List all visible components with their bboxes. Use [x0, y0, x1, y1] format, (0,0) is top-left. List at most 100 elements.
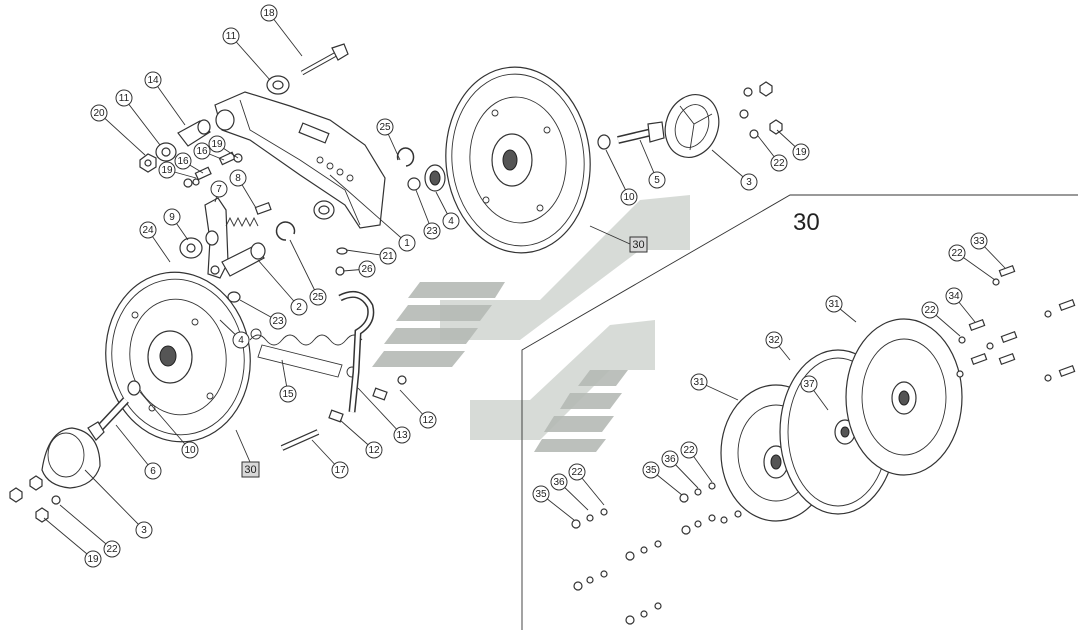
callout-number: 26	[361, 264, 373, 275]
leader-line	[84, 469, 145, 531]
callout-circle	[825, 295, 843, 313]
callout-circle	[532, 485, 550, 503]
callout-circle	[550, 473, 568, 491]
callout-circle	[260, 4, 278, 22]
detail-view-label: 30	[793, 209, 820, 236]
callout-number: 37	[803, 379, 815, 390]
detail-nuts-bottom	[571, 482, 742, 625]
spring-15	[249, 328, 363, 378]
part-callout: 6	[144, 462, 162, 480]
part-callout: 17	[331, 461, 349, 479]
part-callout: 25	[309, 288, 327, 306]
callout-circle	[921, 301, 939, 319]
washer-9	[179, 237, 203, 259]
callout-circle	[398, 234, 416, 252]
callout-number: 11	[119, 93, 130, 104]
part-callout: 19	[84, 550, 102, 568]
callout-number: 31	[693, 377, 705, 388]
leader-line	[605, 149, 630, 198]
part-callout: 9	[163, 208, 181, 226]
callout-number: 10	[623, 192, 635, 203]
leader-line	[43, 517, 94, 560]
callout-circle	[648, 171, 666, 189]
leader-line	[329, 174, 408, 244]
callout-number: 1	[404, 238, 410, 249]
part-callout: 2	[290, 298, 308, 316]
pin-2	[221, 242, 266, 277]
sleeve-14	[177, 119, 211, 147]
part-callout: 11	[115, 89, 133, 107]
callout-number: 22	[571, 467, 583, 478]
callout-number: 19	[211, 139, 223, 150]
callout-circle	[232, 331, 250, 349]
shaft-5	[617, 121, 665, 144]
callout-circle	[568, 463, 586, 481]
part-callout: 22	[568, 463, 586, 481]
leader-line	[139, 391, 191, 451]
callout-circle	[103, 540, 121, 558]
callout-circle	[269, 312, 287, 330]
callout-number: 24	[142, 225, 154, 236]
part-callout: 20	[90, 104, 108, 122]
callout-circle	[144, 71, 162, 89]
bushing-11-top	[266, 75, 290, 95]
bolt-6	[87, 397, 129, 441]
small-hardware	[183, 151, 243, 188]
callout-number: 5	[654, 175, 660, 186]
callout-circle	[222, 27, 240, 45]
part-callout: 21	[379, 247, 397, 265]
callout-number: 20	[93, 108, 105, 119]
callout-circle	[135, 521, 153, 539]
callout-number: 33	[973, 236, 985, 247]
callout-circle	[139, 221, 157, 239]
assembly-ref-30-bottom: 30	[235, 429, 260, 478]
callout-circle	[331, 461, 349, 479]
callout-number: 23	[272, 316, 284, 327]
part-callout: 7	[210, 180, 228, 198]
callout-number: 4	[448, 216, 454, 227]
callout-circle	[800, 375, 818, 393]
callout-number: 32	[768, 335, 780, 346]
part-callout: 16	[193, 142, 211, 160]
callout-number: 25	[312, 292, 324, 303]
part-callout: 22	[948, 244, 966, 262]
callout-number: 19	[87, 554, 99, 565]
spacer-10-right	[597, 134, 611, 150]
callout-circle	[765, 331, 783, 349]
hub-cap-3-right	[664, 94, 720, 158]
leader-line	[289, 239, 319, 298]
callout-number: 12	[368, 445, 380, 456]
leader-line	[152, 79, 186, 126]
callout-circle	[740, 173, 758, 191]
part-callout: 31	[825, 295, 843, 313]
part-callout: 16	[174, 152, 192, 170]
part-callout: 36	[550, 473, 568, 491]
leader-line	[59, 504, 113, 550]
callout-circle	[642, 461, 660, 479]
callout-circle	[115, 89, 133, 107]
part-callout: 4	[232, 331, 250, 349]
callout-number: 11	[226, 31, 237, 42]
callout-number: 19	[795, 147, 807, 158]
wheel-30-left	[105, 271, 251, 443]
part-callout: 22	[103, 540, 121, 558]
callout-circle	[174, 152, 192, 170]
hardware-top-right	[739, 81, 783, 139]
part-callout: 35	[642, 461, 660, 479]
callout-number: 22	[106, 544, 118, 555]
part-callout: 19	[792, 143, 810, 161]
bolt-18	[300, 43, 349, 76]
callout-circle	[379, 247, 397, 265]
callout-circle	[690, 373, 708, 391]
washer-23-left	[227, 291, 241, 303]
part-callout: 12	[419, 411, 437, 429]
callout-circle	[158, 161, 176, 179]
callout-number: 22	[773, 158, 785, 169]
assembly-ref-label: 30	[632, 239, 644, 251]
callout-number: 18	[263, 8, 275, 19]
circlip-25-left	[275, 221, 296, 241]
wheel-30-right	[445, 66, 591, 254]
bushing-11-left	[155, 142, 177, 162]
nut-20	[139, 153, 157, 173]
callout-number: 6	[150, 466, 156, 477]
